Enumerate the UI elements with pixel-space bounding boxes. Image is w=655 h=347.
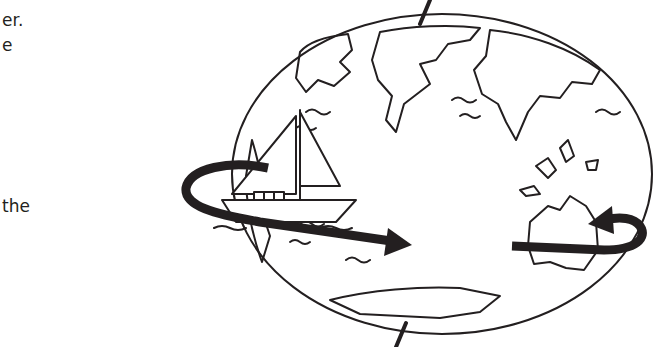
island: [536, 158, 556, 178]
continent: [474, 30, 600, 140]
wave: [460, 114, 480, 118]
island: [586, 160, 598, 170]
continent: [296, 34, 352, 92]
antarctica: [330, 288, 500, 319]
axis-tick: [420, 0, 430, 24]
wave: [290, 240, 310, 244]
wave: [346, 258, 370, 263]
island: [560, 140, 574, 162]
wave: [452, 98, 476, 103]
orbit-arrow: [186, 165, 398, 242]
text-fragment: the: [2, 196, 30, 216]
globe-outline: [232, 14, 652, 334]
orbit-arrow: [512, 218, 642, 250]
wave: [306, 110, 330, 115]
arrowhead: [384, 228, 412, 256]
arrowhead: [588, 206, 614, 234]
axis-tick: [396, 323, 406, 347]
island: [520, 186, 540, 196]
continent: [372, 26, 480, 132]
sailboat: [214, 110, 356, 230]
text-fragment: er.: [2, 10, 23, 30]
wave: [596, 110, 620, 115]
text-fragment: e: [2, 35, 12, 55]
australia: [528, 196, 598, 270]
